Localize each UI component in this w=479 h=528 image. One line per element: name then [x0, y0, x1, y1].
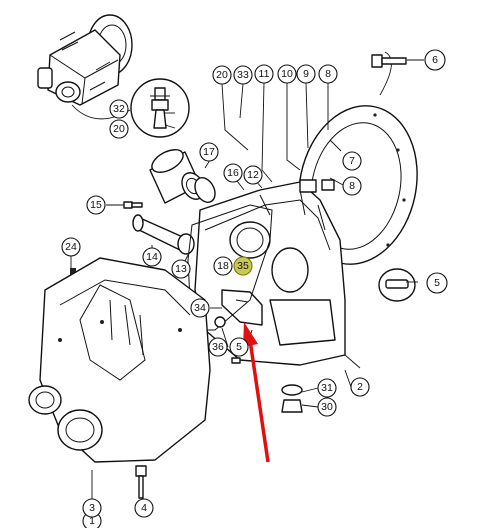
callout-30: 30	[317, 397, 337, 417]
svg-text:11: 11	[259, 68, 270, 80]
svg-text:20: 20	[113, 123, 125, 135]
bolt-6	[371, 54, 407, 68]
callout-24: 24	[61, 237, 81, 257]
pipe-14	[132, 214, 195, 255]
svg-text:15: 15	[90, 199, 102, 211]
callout-2: 2	[350, 377, 370, 397]
svg-text:31: 31	[321, 382, 333, 394]
callout-7: 7	[342, 151, 362, 171]
callout-13: 13	[171, 259, 191, 279]
svg-text:35: 35	[237, 260, 249, 272]
callout-3: 3	[82, 498, 102, 518]
callout-20-top: 20	[212, 65, 232, 85]
transmission-housing	[194, 179, 361, 369]
callout-10: 10	[277, 64, 297, 84]
callout-11: 11	[254, 64, 274, 84]
callout-35-highlighted: 35	[233, 256, 253, 276]
svg-text:7: 7	[349, 155, 355, 167]
callout-8-right: 8	[342, 176, 362, 196]
callout-14: 14	[142, 247, 162, 267]
callout-4: 4	[134, 498, 154, 518]
svg-text:10: 10	[281, 68, 293, 80]
callout-6: 6	[424, 49, 446, 71]
fitting-inset	[130, 78, 190, 138]
svg-text:18: 18	[217, 260, 229, 272]
svg-text:8: 8	[325, 68, 331, 80]
callout-32: 32	[109, 99, 129, 119]
callout-33: 33	[233, 65, 253, 85]
callout-18: 18	[213, 256, 233, 276]
front-cover	[28, 257, 211, 463]
svg-text:4: 4	[141, 502, 147, 514]
bolt-4	[135, 465, 147, 499]
plug-5-right	[378, 268, 416, 302]
callout-36: 36	[208, 337, 228, 357]
svg-text:8: 8	[349, 180, 355, 192]
svg-text:12: 12	[247, 169, 259, 181]
filter-17	[149, 149, 216, 204]
small-parts-34-36	[214, 316, 241, 364]
gasket-13	[187, 204, 273, 331]
callout-16: 16	[223, 163, 243, 183]
svg-text:5: 5	[236, 341, 242, 353]
callout-34: 34	[190, 298, 210, 318]
nut-30-31	[281, 384, 303, 413]
svg-text:34: 34	[194, 302, 206, 314]
svg-text:32: 32	[113, 103, 125, 115]
svg-text:17: 17	[203, 146, 215, 158]
callout-5-bottom: 5	[229, 337, 249, 357]
callout-9: 9	[296, 64, 316, 84]
svg-text:36: 36	[212, 341, 224, 353]
svg-text:30: 30	[321, 401, 333, 413]
callout-17: 17	[199, 142, 219, 162]
callout-5-right: 5	[426, 272, 448, 294]
svg-text:5: 5	[434, 277, 440, 289]
svg-text:3: 3	[89, 502, 95, 514]
svg-text:1: 1	[89, 515, 95, 527]
svg-text:14: 14	[146, 251, 158, 263]
callout-20-inset: 20	[109, 119, 129, 139]
pointer-arrow	[243, 322, 270, 463]
svg-text:9: 9	[303, 68, 309, 80]
callout-15: 15	[86, 195, 106, 215]
svg-text:24: 24	[65, 241, 77, 253]
callout-12: 12	[243, 165, 263, 185]
svg-text:20: 20	[216, 69, 228, 81]
svg-text:6: 6	[432, 54, 438, 66]
svg-text:13: 13	[175, 263, 187, 275]
svg-text:33: 33	[237, 69, 249, 81]
callout-8-top: 8	[318, 64, 338, 84]
pump-assembly-inset	[37, 14, 133, 120]
svg-text:2: 2	[357, 381, 363, 393]
bolt-15	[123, 201, 143, 209]
svg-text:16: 16	[227, 167, 239, 179]
callout-31: 31	[317, 378, 337, 398]
